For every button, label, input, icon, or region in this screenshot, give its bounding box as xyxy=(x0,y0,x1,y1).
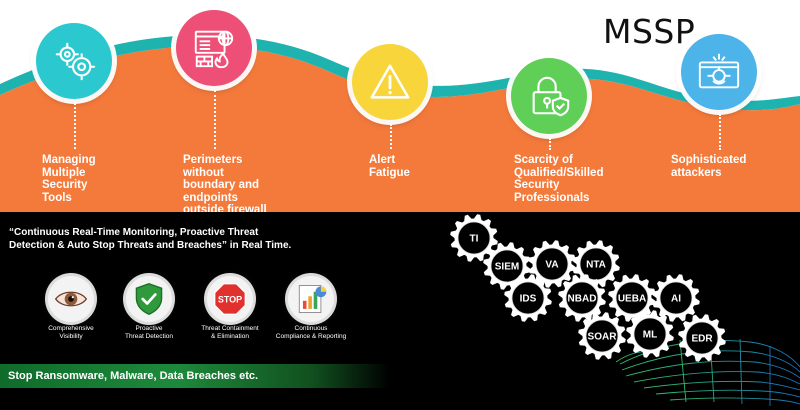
svg-text:STOP: STOP xyxy=(218,295,242,305)
gear-ti: TI xyxy=(450,214,498,262)
stop-sign-icon: STOP xyxy=(207,276,253,322)
challenges-section: MSSP xyxy=(0,0,800,216)
gear-ids: IDS xyxy=(504,274,552,322)
feature-label-containment: Threat Containment& Elimination xyxy=(201,325,259,340)
solution-section: “Continuous Real-Time Monitoring, Proact… xyxy=(0,212,800,410)
wave-background xyxy=(0,0,800,212)
gear-label: ML xyxy=(643,330,657,341)
shield-check-icon xyxy=(126,276,172,322)
gear-va: VA xyxy=(528,240,576,288)
connector-line xyxy=(390,124,392,149)
quote-text: “Continuous Real-Time Monitoring, Proact… xyxy=(9,227,292,251)
gear-label: VA xyxy=(545,260,558,271)
connector-line xyxy=(549,138,551,150)
hacker-icon xyxy=(681,34,757,110)
gear-label: EDR xyxy=(691,334,713,345)
gear-label: UEBA xyxy=(618,294,646,305)
gear-nbad: NBAD xyxy=(558,274,606,322)
gear-label: SIEM xyxy=(495,262,519,273)
connector-line xyxy=(74,103,76,149)
gear-label: NBAD xyxy=(568,294,597,305)
gear-soar: SOAR xyxy=(578,312,626,360)
connector-line xyxy=(214,90,216,149)
gear-label: SOAR xyxy=(588,332,618,343)
eye-icon xyxy=(48,276,94,322)
gear-edr: EDR xyxy=(678,314,726,362)
gears-icon xyxy=(36,23,112,99)
connector-line xyxy=(719,114,721,150)
gear-ml: ML xyxy=(626,310,674,358)
lock-shield-icon xyxy=(511,58,587,134)
gear-label: AI xyxy=(671,294,681,305)
gear-label: TI xyxy=(470,234,479,245)
capabilities-gears: TI SIEM VA NTA IDS NBAD UEBA AI SOAR ML EDR xyxy=(450,214,800,406)
gear-label: NTA xyxy=(586,260,606,271)
warning-icon xyxy=(352,44,428,120)
banner: Stop Ransomware, Malware, Data Breaches … xyxy=(0,364,390,388)
firewall-icon xyxy=(176,10,252,86)
gear-ai: AI xyxy=(652,274,700,322)
gear-label: IDS xyxy=(520,294,537,305)
gear-ueba: UEBA xyxy=(608,274,656,322)
page-title: MSSP xyxy=(603,12,696,51)
report-chart-icon xyxy=(288,276,334,322)
